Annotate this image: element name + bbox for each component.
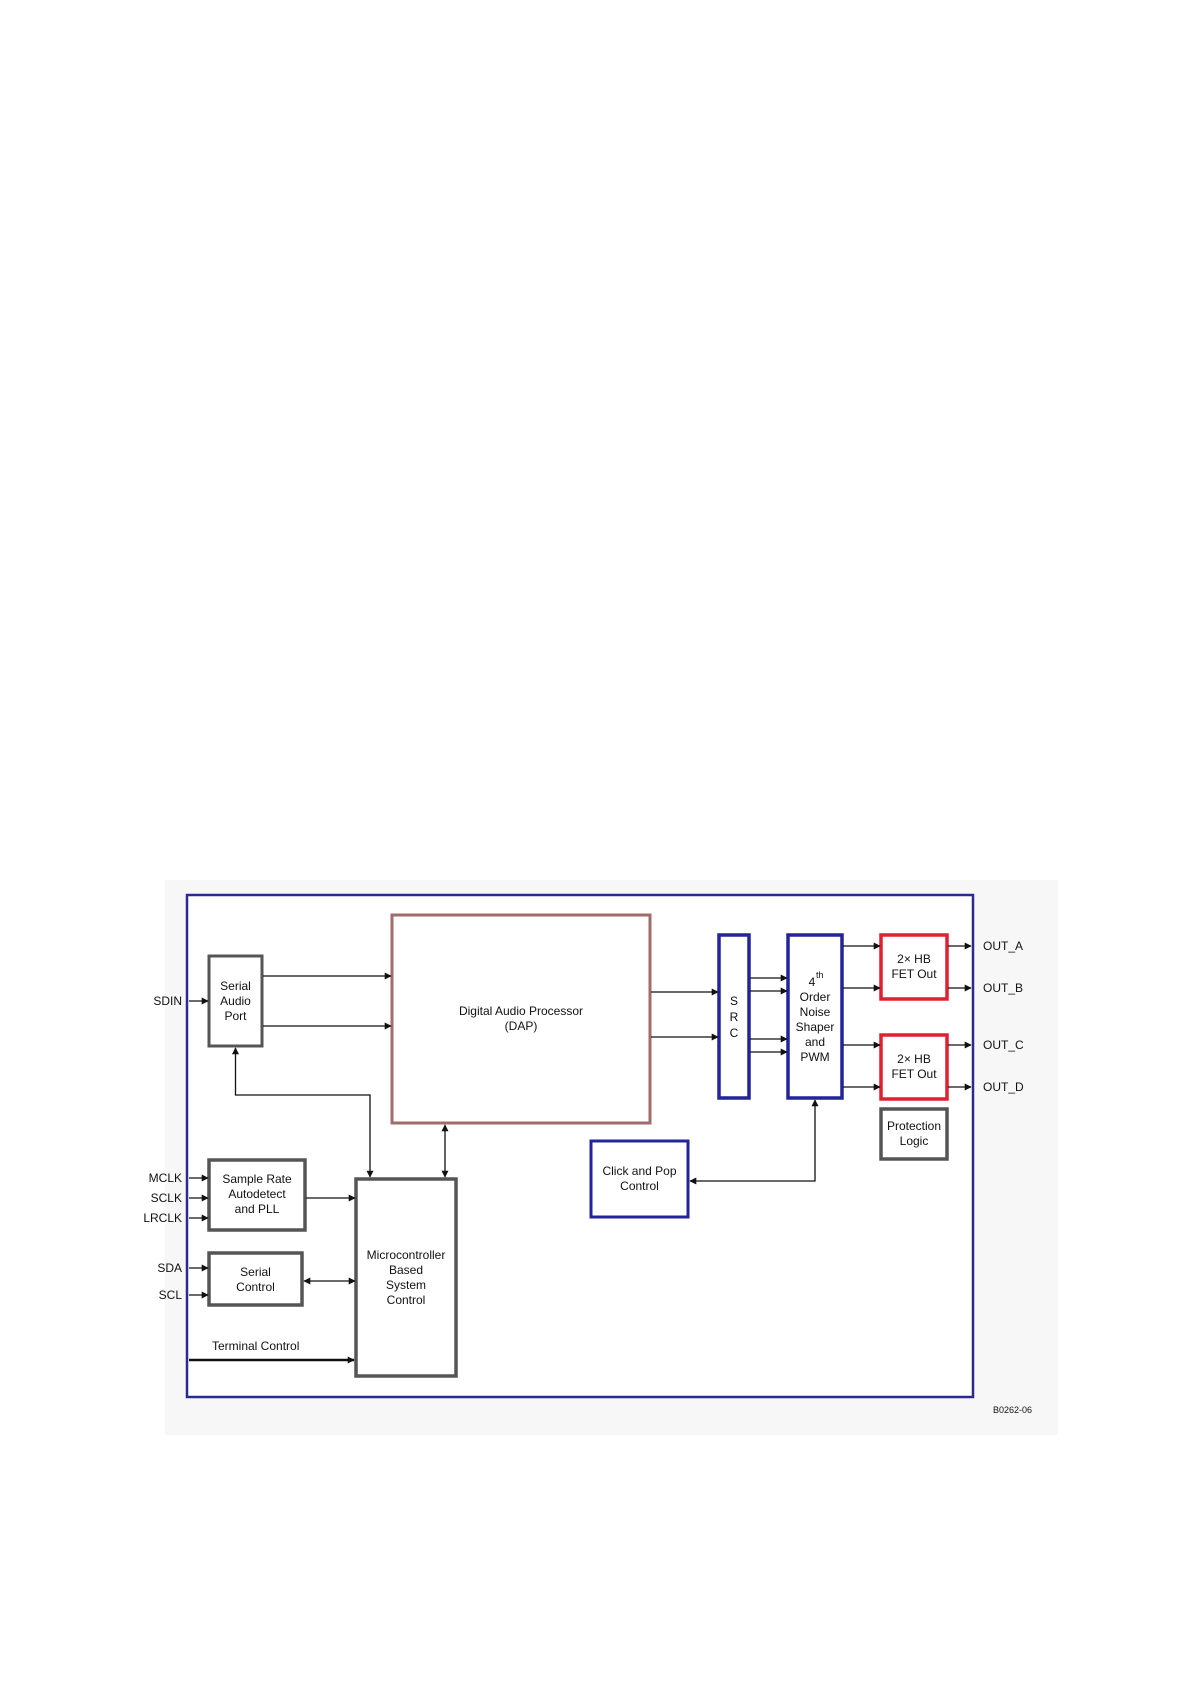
noise-shaper-label-3: Shaper [796,1020,835,1034]
protection-logic-label-1: Protection [887,1119,941,1133]
sample-rate-pll-block: Sample Rate Autodetect and PLL [207,1158,307,1232]
pin-label-sda: SDA [157,1261,182,1275]
pin-label-lrclk: LRCLK [143,1211,182,1225]
serial-audio-port-block: Serial Audio Port [207,954,264,1048]
fet-out-block-1: 2× HB FET Out [879,933,949,1001]
dap-label-1: Digital Audio Processor [459,1004,583,1018]
microcontroller-label-3: System [386,1278,426,1292]
microcontroller-label-2: Based [389,1263,423,1277]
terminal-control-label: Terminal Control [212,1339,299,1353]
click-pop-label-1: Click and Pop [602,1164,676,1178]
sample-rate-label-1: Sample Rate [222,1172,292,1186]
src-label-s: S [730,994,738,1008]
noise-shaper-label-1: Order [800,990,831,1004]
serial-control-block: Serial Control [207,1251,304,1307]
pin-label-out-a: OUT_A [983,939,1023,953]
noise-shaper-pwm-block: 4 th Order Noise Shaper and PWM [786,933,844,1100]
dap-label-2: (DAP) [505,1019,538,1033]
fet-out-block-2: 2× HB FET Out [879,1033,949,1101]
fet-out-1-label-1: 2× HB [897,952,931,966]
figure-id: B0262-06 [993,1405,1032,1415]
serial-audio-port-label-3: Port [224,1009,247,1023]
src-label-c: C [730,1026,739,1040]
noise-shaper-order-number: 4 [809,975,816,989]
click-pop-label-2: Control [620,1179,659,1193]
pin-label-scl: SCL [159,1288,183,1302]
serial-audio-port-label-1: Serial [220,979,251,993]
pin-label-out-c: OUT_C [983,1038,1024,1052]
sample-rate-label-2: Autodetect [228,1187,286,1201]
sap-to-mcu-wire [232,1047,374,1178]
dap-block: Digital Audio Processor (DAP) [390,913,652,1125]
noise-shaper-order-sup: th [816,970,824,980]
serial-control-label-2: Control [236,1280,275,1294]
serial-audio-port-label-2: Audio [220,994,251,1008]
protection-logic-label-2: Logic [900,1134,929,1148]
microcontroller-block: Microcontroller Based System Control [354,1177,458,1378]
pin-label-mclk: MCLK [149,1171,182,1185]
noise-shaper-label-4: and [805,1035,825,1049]
pin-label-sclk: SCLK [151,1191,182,1205]
pin-label-out-d: OUT_D [983,1080,1024,1094]
microcontroller-label-4: Control [387,1293,426,1307]
pin-label-sdin: SDIN [153,994,182,1008]
sample-rate-label-3: and PLL [235,1202,280,1216]
noise-shaper-label-2: Noise [800,1005,831,1019]
protection-logic-block: Protection Logic [879,1107,949,1161]
click-pop-control-block: Click and Pop Control [589,1139,690,1219]
microcontroller-label-1: Microcontroller [367,1248,446,1262]
fet-out-1-label-2: FET Out [891,967,937,981]
pin-label-out-b: OUT_B [983,981,1023,995]
serial-control-label-1: Serial [240,1265,271,1279]
fet-out-2-label-1: 2× HB [897,1052,931,1066]
noise-shaper-label-5: PWM [800,1050,829,1064]
src-label-r: R [730,1010,739,1024]
src-block: S R C [717,933,751,1100]
click-pop-to-pwm-wire [689,1099,819,1185]
fet-out-2-label-2: FET Out [891,1067,937,1081]
